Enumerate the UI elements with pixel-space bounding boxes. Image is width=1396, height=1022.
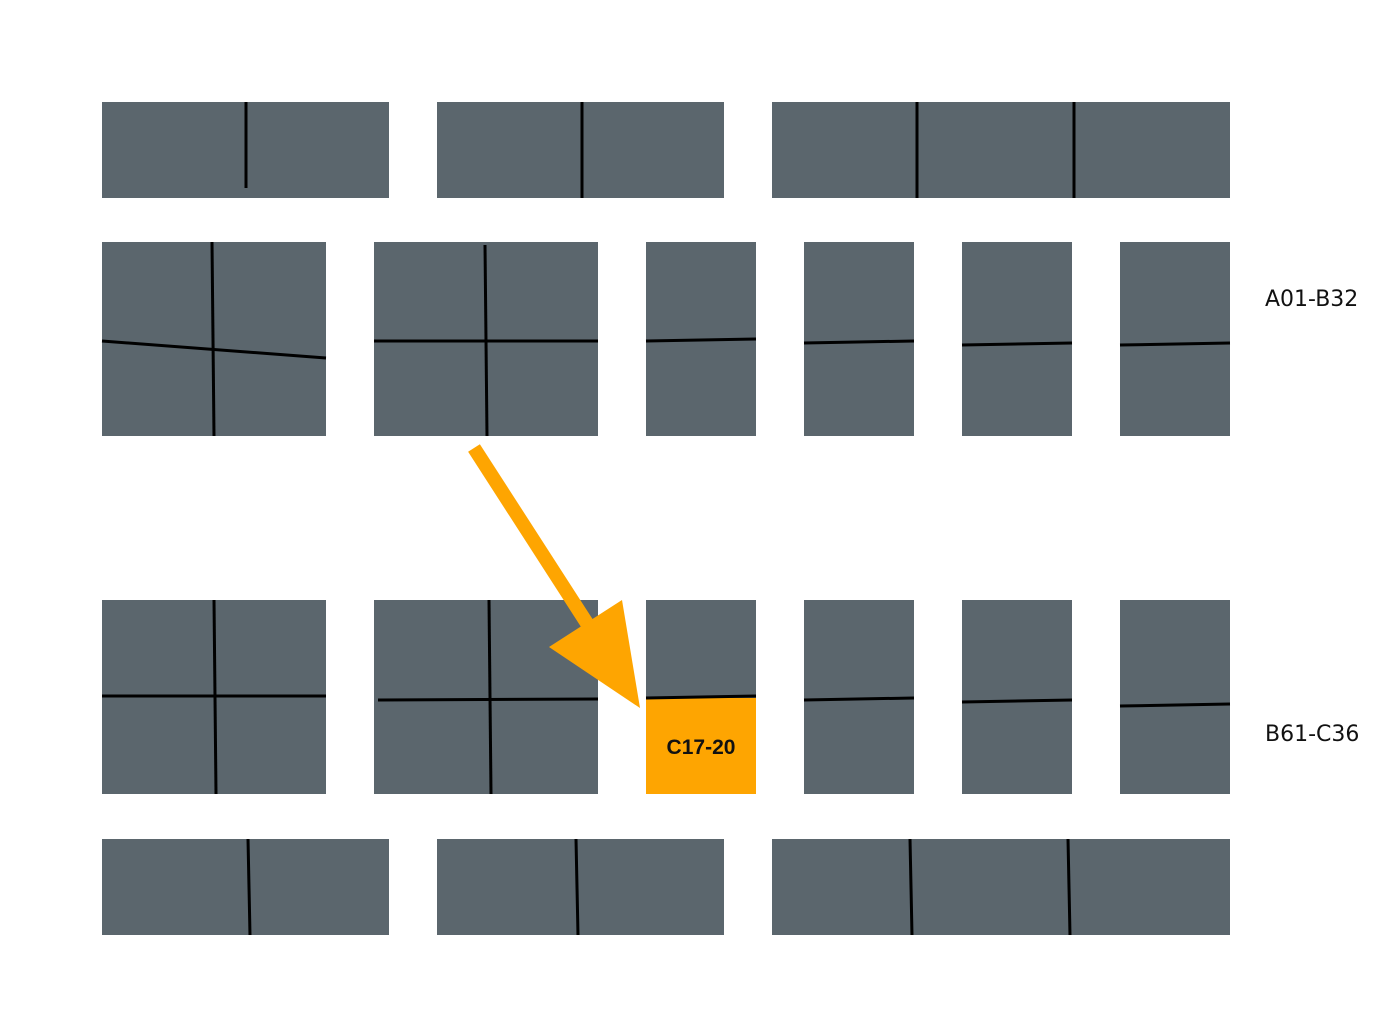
block-bottom-3[interactable] (772, 839, 1230, 935)
arrow-shaft (468, 444, 596, 632)
block-divider (210, 241, 216, 437)
arrow-head (549, 600, 640, 708)
block-divider (961, 341, 1073, 347)
block-upper-4[interactable] (804, 242, 914, 436)
block-divider (1119, 702, 1231, 708)
highlighted-cell[interactable] (646, 698, 756, 794)
block-divider (803, 339, 915, 345)
block-divider (101, 339, 327, 360)
block-divider (1066, 838, 1072, 936)
block-divider (246, 838, 252, 936)
block-divider (645, 337, 757, 343)
highlighted-cell-label: C17-20 (667, 736, 736, 759)
block-divider (487, 599, 493, 795)
block-divider (645, 694, 757, 700)
row-label-upper: A01-B32 (1265, 287, 1358, 312)
upper-row: A01-B32 (101, 241, 1358, 437)
block-divider (1119, 341, 1231, 347)
block-lower-2[interactable] (374, 600, 598, 794)
block-bottom-1[interactable] (102, 839, 389, 935)
block-top-3[interactable] (772, 102, 1230, 198)
lower-row: C17-20 B61-C36 (102, 599, 1359, 795)
bottom-row (102, 838, 1230, 936)
block-bottom-2[interactable] (437, 839, 724, 935)
block-lower-6[interactable] (1120, 600, 1230, 794)
block-lower-5[interactable] (962, 600, 1072, 794)
top-row (102, 102, 1230, 198)
block-upper-5[interactable] (962, 242, 1072, 436)
block-divider (574, 838, 580, 936)
block-divider (377, 697, 599, 702)
row-label-lower: B61-C36 (1265, 722, 1359, 747)
direction-arrow-icon (468, 444, 640, 708)
block-upper-6[interactable] (1120, 242, 1230, 436)
block-divider (908, 838, 914, 936)
block-divider (803, 696, 915, 702)
block-divider (961, 698, 1073, 704)
